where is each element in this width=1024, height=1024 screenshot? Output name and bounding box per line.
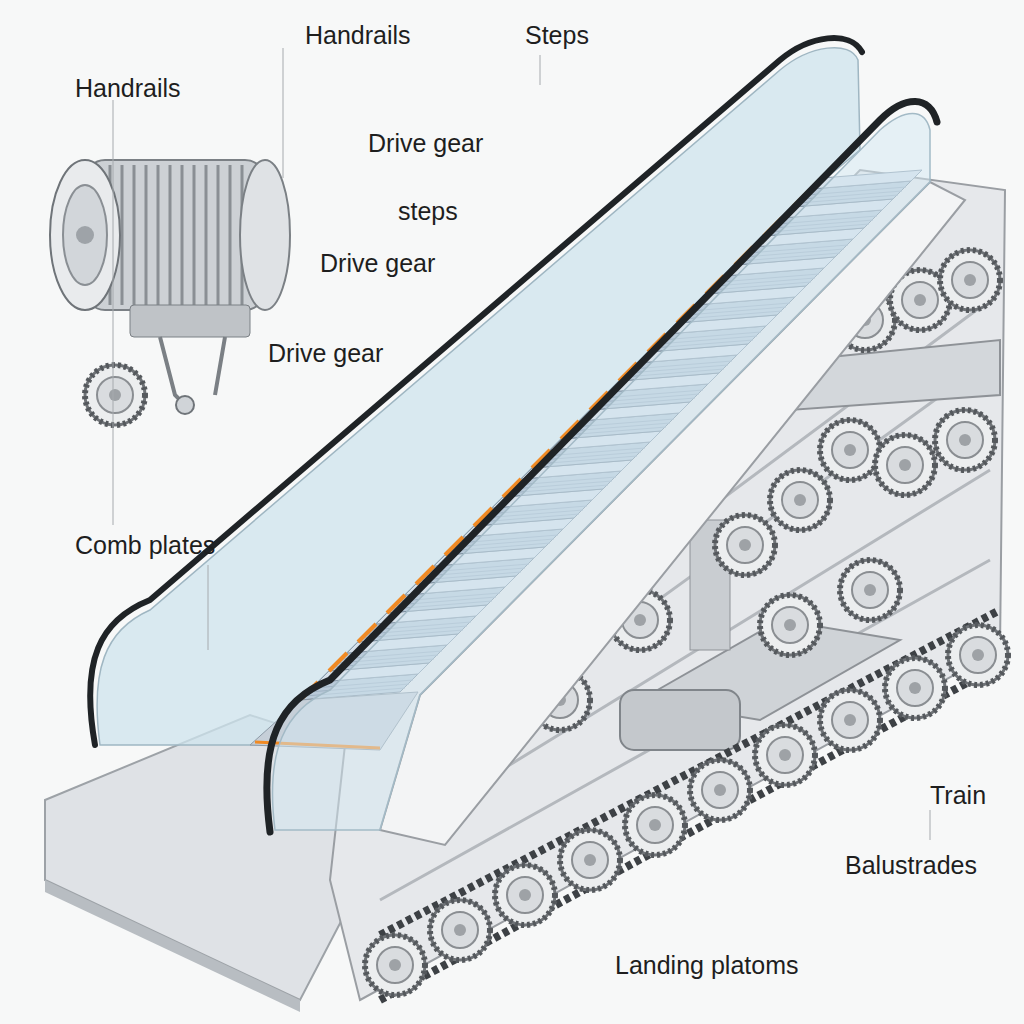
drive-wheel xyxy=(760,595,820,655)
part-label: steps xyxy=(398,196,458,226)
drive-gear-symbol xyxy=(85,365,145,425)
chain-wheel xyxy=(625,795,685,855)
part-label: Comb plates xyxy=(75,530,215,560)
mid-wheel xyxy=(820,420,880,480)
drive-motor xyxy=(620,690,740,750)
chain-wheel xyxy=(755,725,815,785)
motor-mount xyxy=(130,305,250,337)
chain-wheel xyxy=(690,760,750,820)
mid-wheel xyxy=(935,410,995,470)
chain-wheel xyxy=(820,690,880,750)
handrail xyxy=(267,101,937,832)
part-label: Landing platoms xyxy=(615,950,798,980)
chain-wheel xyxy=(948,625,1008,685)
leader-line xyxy=(113,48,930,840)
mid-wheel xyxy=(875,435,935,495)
chain-wheel xyxy=(430,900,490,960)
part-label: Balustrades xyxy=(845,850,977,880)
part-label: Drive gear xyxy=(320,248,435,278)
cooling-fins xyxy=(110,165,242,305)
chain-wheel xyxy=(365,935,425,995)
drive-wheel xyxy=(840,560,900,620)
platform-edge xyxy=(45,880,300,1012)
part-label: Handrails xyxy=(305,20,411,50)
part-label: Drive gear xyxy=(368,128,483,158)
chain-wheel xyxy=(495,865,555,925)
part-label: Drive gear xyxy=(268,338,383,368)
chain-wheel xyxy=(885,658,945,718)
motor-shaft xyxy=(76,226,94,244)
part-label: Handrails xyxy=(75,73,181,103)
skirt-panel xyxy=(380,182,965,845)
motor-face xyxy=(63,185,107,285)
part-label: Steps xyxy=(525,20,589,50)
part-label: Train xyxy=(930,780,986,810)
mid-wheel xyxy=(770,470,830,530)
glass-balustrade xyxy=(272,114,930,831)
mid-wheel xyxy=(715,515,775,575)
bracket-bolt xyxy=(176,396,194,414)
motor-end-cap xyxy=(50,160,120,310)
motor-end-cap xyxy=(240,160,290,310)
upper-wheel xyxy=(940,250,1000,310)
chain-wheel xyxy=(560,830,620,890)
